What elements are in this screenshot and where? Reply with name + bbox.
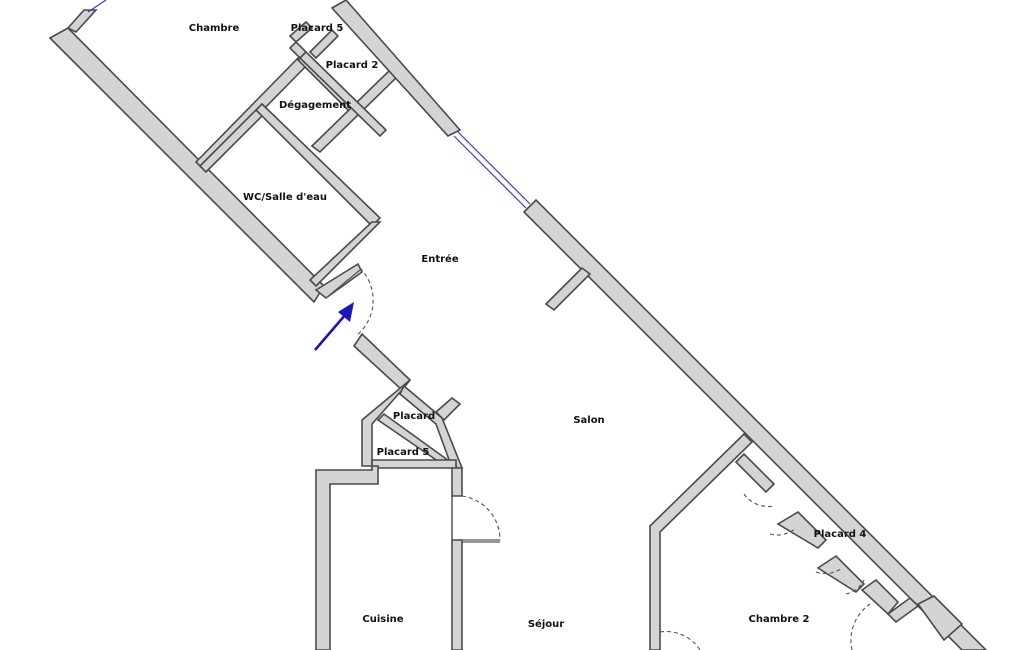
wall-cuisine-right-lower: [451, 539, 463, 650]
label-wc-salle-d-eau: WC/Salle d'eau: [243, 192, 327, 203]
label-salon: Salon: [573, 415, 604, 426]
placard4-door-swing-2: [769, 527, 797, 536]
label-placard-4: Placard 4: [814, 529, 867, 540]
label-placard-2: Placard 2: [326, 60, 379, 71]
wall-chambre-top: [66, 9, 98, 33]
wall-wc-right: [254, 102, 382, 228]
window-facade-2: [453, 135, 527, 209]
label-degagement: Dégagement: [279, 99, 351, 111]
wall-chambre2-placard4-mid: [776, 510, 828, 550]
entrance-arrow-shaft: [314, 313, 347, 351]
sejour-door-swing: [659, 630, 701, 650]
window-facade-top: [87, 0, 107, 13]
wall-placard5-left: [288, 20, 314, 44]
label-placard-5-top: Placard 5: [291, 23, 344, 34]
wall-salon-stub: [544, 266, 592, 312]
wall-wc-top: [198, 102, 270, 174]
exterior-wall-facade-lower: [522, 198, 988, 650]
wall-cuisine-right-upper: [451, 467, 463, 497]
exterior-wall-facade-upper: [330, 0, 462, 137]
wall-chambre2-west: [649, 432, 754, 650]
label-chambre-2: Chambre 2: [749, 614, 810, 625]
wall-placard2-top: [308, 28, 340, 60]
entrance-door-leaf: [325, 269, 361, 299]
label-placard-5-mid: Placard 5: [377, 447, 430, 458]
wall-chambre2-placard4-upper: [734, 452, 776, 494]
wall-south-east-corner: [916, 595, 964, 642]
placard4-door-swing-1: [743, 493, 775, 508]
chambre2-door-swing: [850, 603, 871, 650]
wall-cuisine-top: [315, 465, 379, 650]
label-entree: Entrée: [421, 253, 458, 265]
label-cuisine: Cuisine: [362, 614, 403, 625]
wall-entree-lower: [352, 332, 412, 392]
wall-placard-top-stub: [434, 396, 462, 422]
wall-placard-divider: [298, 50, 388, 138]
wall-chambre2-east: [860, 578, 900, 616]
entrance-arrow-icon: [338, 302, 354, 322]
placard4-door-swing-4: [845, 579, 865, 595]
label-sejour: Séjour: [528, 618, 564, 630]
kitchen-door-swing: [461, 495, 501, 541]
wall-wc-bottom-right: [308, 221, 382, 288]
placard4-door-swing-3: [815, 567, 843, 575]
wall-chambre2-stub: [886, 596, 920, 624]
wall-placard5-mid-bottom: [371, 459, 457, 469]
exterior-wall-north-west: [48, 27, 326, 304]
window-facade-1: [457, 131, 531, 205]
wall-chambre2-placard4-lower: [816, 554, 866, 594]
label-chambre: Chambre: [189, 23, 240, 34]
wall-entree-stub: [314, 262, 364, 300]
wall-placard-mid-left: [361, 379, 411, 467]
label-placard: Placard: [393, 411, 435, 422]
entrance-door-swing: [355, 267, 374, 337]
